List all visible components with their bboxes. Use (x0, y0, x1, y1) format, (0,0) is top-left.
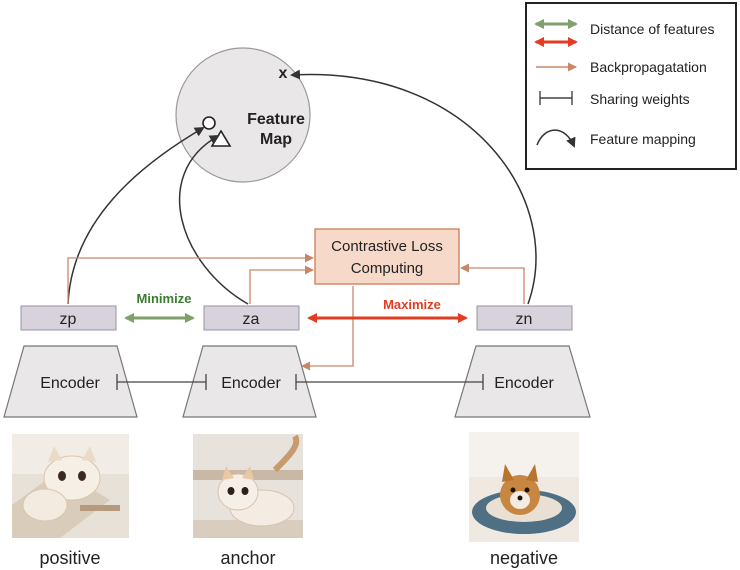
maximize-label: Maximize (383, 297, 441, 312)
contrastive-loss-label-line1: Contrastive Loss (331, 238, 443, 255)
feature-map-circle (175, 47, 311, 183)
positive-caption: positive (39, 548, 100, 568)
zn-embedding-box (476, 305, 573, 331)
zp-feature-mapping-arrow (67, 126, 205, 305)
za-embedding-box (203, 305, 300, 331)
za-feature-mapping-arrow (178, 135, 249, 305)
contrastive-loss-label-line2: Computing (351, 260, 424, 277)
zp-to-loss-connector (67, 253, 314, 304)
legend-distance-label: Distance of features (590, 21, 715, 37)
encoder-left-label: Encoder (40, 375, 100, 392)
legend-backprop-label: Backpropagatation (590, 59, 707, 75)
sharing-weights-right-connector (295, 374, 484, 390)
loss-backprop-to-encoder-arrow (301, 286, 354, 371)
encoder-right-shape (454, 345, 591, 418)
anchor-caption: anchor (220, 548, 275, 568)
zn-label: zn (516, 311, 533, 328)
sharing-weights-left-connector (116, 374, 207, 390)
legend: Distance of features Backpropagatation S… (525, 2, 737, 170)
legend-sharing-icon (539, 91, 573, 105)
encoder-left-shape (3, 345, 138, 418)
zp-embedding-box (20, 305, 117, 331)
zn-feature-mapping-arrow (290, 69, 537, 305)
za-label: za (243, 311, 260, 328)
zp-label: zp (60, 311, 77, 328)
legend-sharing-label: Sharing weights (590, 91, 690, 107)
encoder-middle-label: Encoder (221, 375, 281, 392)
minimize-label: Minimize (137, 291, 192, 306)
feature-map-label-line2: Map (260, 131, 292, 148)
legend-mapping-label: Feature mapping (590, 131, 696, 147)
anchor-image (193, 434, 303, 538)
feature-map-label-line1: Feature (247, 111, 305, 128)
negative-feature-point-icon: x (279, 65, 288, 82)
negative-caption: negative (490, 548, 558, 568)
legend-box (525, 2, 737, 170)
positive-image (12, 434, 129, 538)
encoder-right-label: Encoder (494, 375, 554, 392)
za-to-loss-connector (249, 265, 314, 304)
contrastive-loss-box (314, 228, 460, 285)
encoder-middle-shape (182, 345, 317, 418)
negative-image (469, 432, 579, 542)
positive-feature-point-icon (202, 116, 216, 130)
zn-to-loss-connector (460, 263, 525, 304)
legend-mapping-icon (536, 129, 576, 148)
